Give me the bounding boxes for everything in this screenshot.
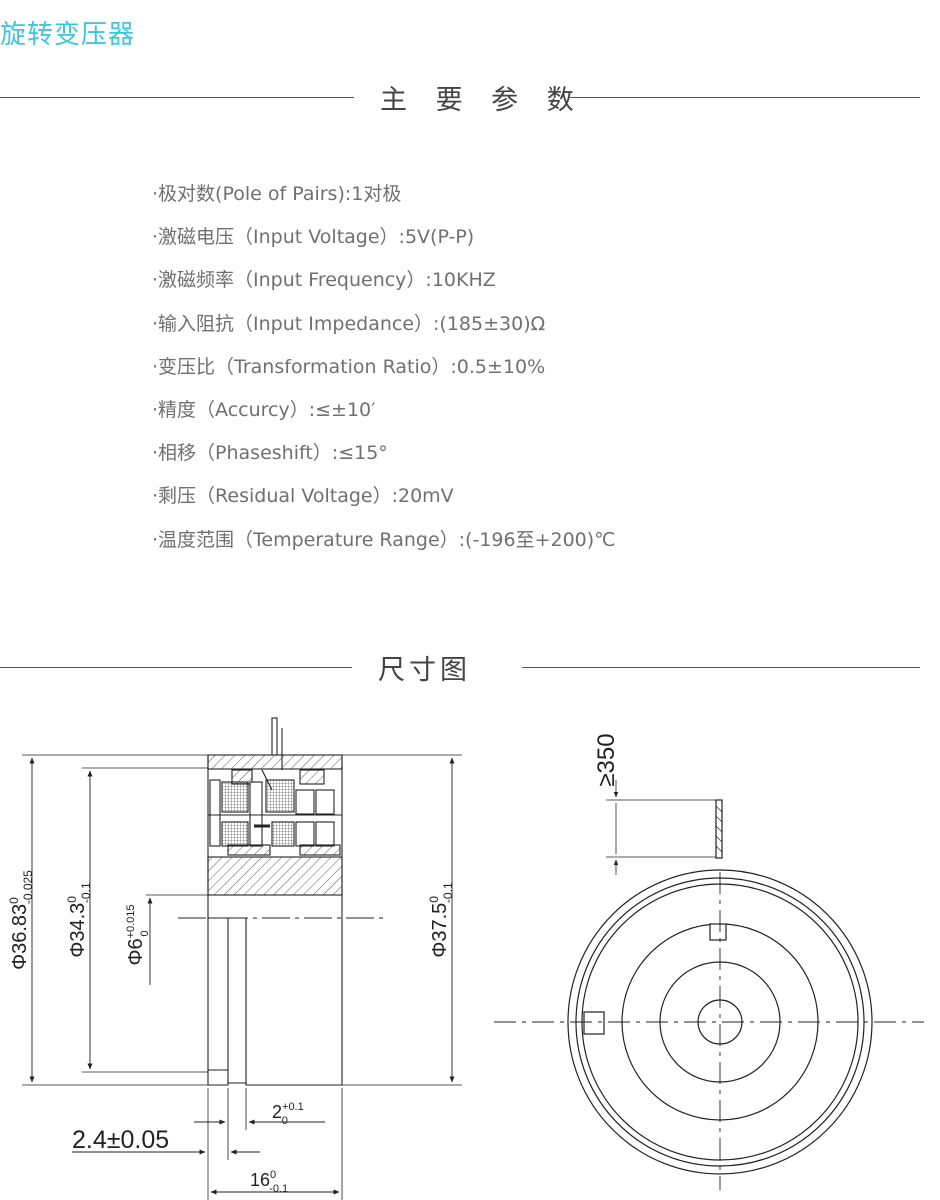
page-title: 旋转变压器 <box>0 20 136 50</box>
dim-lead-length: ≥350 <box>593 733 620 786</box>
spec-item: ·相移（Phaseshift）:≤15° <box>152 442 388 465</box>
dim-width-24: 2.4±0.05 <box>72 1126 169 1154</box>
spec-item: ·输入阻抗（Input Impedance）:(185±30)Ω <box>152 312 546 335</box>
params-section-header: 主 要 参 数 <box>0 78 940 118</box>
spec-item: ·激磁频率（Input Frequency）:10KHZ <box>152 269 496 292</box>
spec-item: ·变压比（Transformation Ratio）:0.5±10% <box>152 355 546 378</box>
dimensions-section-header: 尺寸图 <box>0 648 940 688</box>
side-view <box>207 717 343 1086</box>
spec-item: ·精度（Accurcy）:≤±10′ <box>152 398 376 421</box>
dim-width-16: 160-0.1 <box>250 1169 288 1195</box>
dim-dia-343: Φ34.30-0.1 <box>65 882 93 958</box>
dimensions-heading: 尺寸图 <box>378 655 471 686</box>
spec-item: ·极对数(Pole of Pairs):1对极 <box>152 183 402 205</box>
divider-right <box>522 667 920 668</box>
params-heading: 主 要 参 数 <box>380 85 584 116</box>
spec-item: ·激磁电压（Input Voltage）:5V(P-P) <box>152 226 475 249</box>
divider-left <box>0 667 352 668</box>
dim-dia-outer: Φ36.830-0.025 <box>7 870 35 970</box>
dim-dia-375: Φ37.50-0.1 <box>427 882 455 958</box>
spec-list: ·极对数(Pole of Pairs):1对极 ·激磁电压（Input Volt… <box>152 180 616 569</box>
divider-left <box>0 97 354 98</box>
spec-item: ·温度范围（Temperature Range）:(-196至+200)℃ <box>152 528 616 551</box>
divider-right <box>568 97 920 98</box>
spec-item: ·剩压（Residual Voltage）:20mV <box>152 485 454 508</box>
